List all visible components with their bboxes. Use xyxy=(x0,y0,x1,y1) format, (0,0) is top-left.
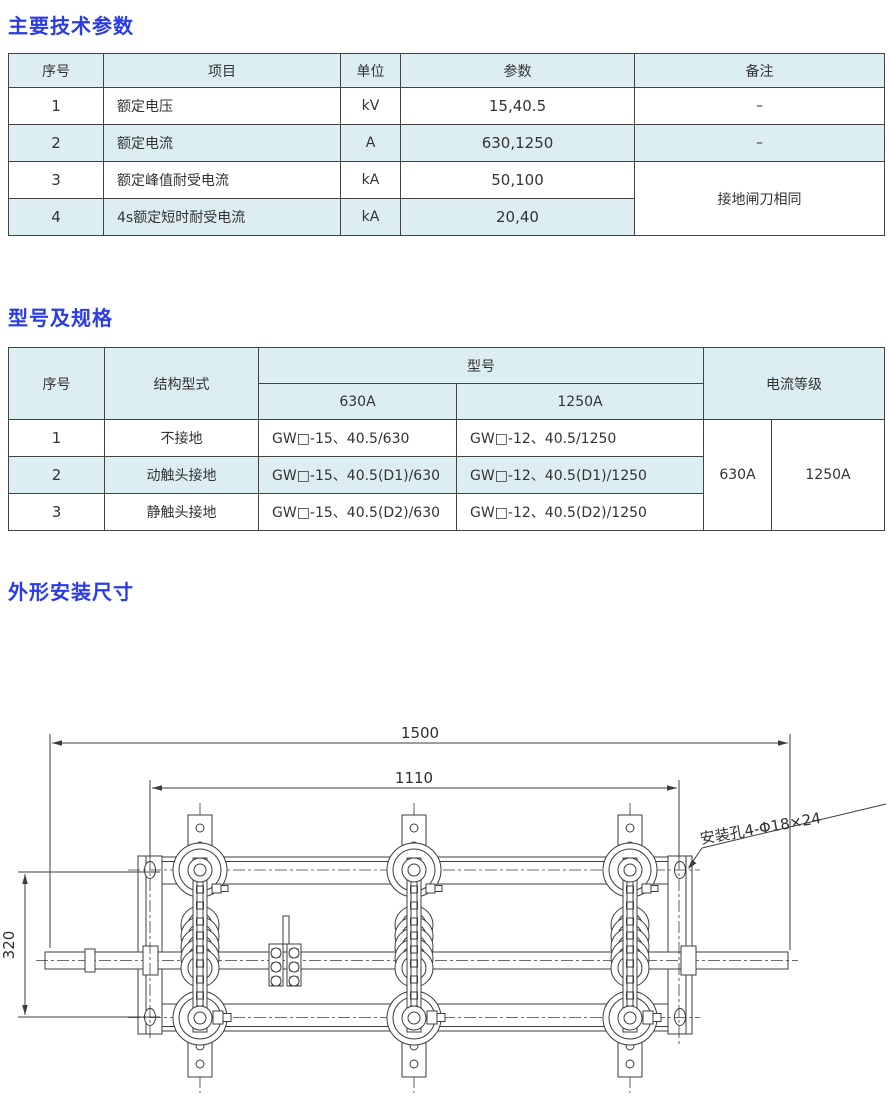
cell-item: 额定电压 xyxy=(103,87,341,125)
cell-no: 3 xyxy=(8,493,105,531)
dim-label-1110: 1110 xyxy=(395,769,433,787)
cell-structure: 动触头接地 xyxy=(104,456,259,494)
col-header-unit: 单位 xyxy=(340,53,401,88)
cell-remark: – xyxy=(634,124,885,162)
col-header-item: 项目 xyxy=(103,53,341,88)
table-row: 3 额定峰值耐受电流 kA 50,100 接地闸刀相同 xyxy=(8,161,885,236)
table-row: 3 静触头接地 GW□-15、40.5(D2)/630 GW□-12、40.5(… xyxy=(8,493,885,531)
cell-model-1250: GW□-12、40.5/1250 xyxy=(456,419,704,457)
mounting-hole xyxy=(674,1008,686,1026)
cell-remark: – xyxy=(634,87,885,125)
models-table: 序号 结构型式 型号 电流等级 630A 1250A 1 不接地 GW□-15、… xyxy=(8,347,885,531)
dim-label-1500: 1500 xyxy=(401,724,439,742)
cell-no: 1 xyxy=(8,87,104,125)
pole-assembly-left xyxy=(172,802,232,1094)
dimension-1500: 1500 xyxy=(49,724,791,950)
dimension-320: 320 xyxy=(0,871,160,1018)
cell-item: 额定峰值耐受电流 xyxy=(103,161,341,199)
cell-structure: 不接地 xyxy=(104,419,259,457)
cell-unit: kA xyxy=(340,198,401,236)
right-end-plate xyxy=(667,855,693,1035)
col-header-no: 序号 xyxy=(8,53,104,88)
cell-unit: A xyxy=(340,124,401,162)
models-header-row-1: 序号 结构型式 型号 电流等级 xyxy=(8,347,885,420)
pole-assembly-right xyxy=(602,802,662,1094)
col-header-structure: 结构型式 xyxy=(104,347,259,420)
col-header-remark: 备注 xyxy=(634,53,885,88)
dimension-1110: 1110 xyxy=(149,769,680,1045)
pole-assembly-center xyxy=(386,802,446,1094)
col-header-current: 电流等级 xyxy=(703,347,885,420)
cell-structure: 静触头接地 xyxy=(104,493,259,531)
cell-value: 15,40.5 xyxy=(400,87,635,125)
cell-item: 4s额定短时耐受电流 xyxy=(103,198,341,236)
section-title-main-params: 主要技术参数 xyxy=(8,14,134,38)
col-header-no: 序号 xyxy=(8,347,105,420)
cell-value: 630,1250 xyxy=(400,124,635,162)
cell-model-630: GW□-15、40.5(D1)/630 xyxy=(258,456,457,494)
operating-crank xyxy=(268,915,302,987)
cell-model-630: GW□-15、40.5(D2)/630 xyxy=(258,493,457,531)
table-row: 4 4s额定短时耐受电流 kA 20,40 xyxy=(8,198,885,236)
params-table: 序号 项目 单位 参数 备注 1 额定电压 kV 15,40.5 – 2 额定电… xyxy=(8,53,885,236)
cell-remark-merged: 接地闸刀相同 xyxy=(634,161,885,236)
cell-no: 4 xyxy=(8,198,104,236)
cell-current-1250: 1250A xyxy=(771,419,885,531)
dim-label-320: 320 xyxy=(0,931,18,960)
cell-current-630: 630A xyxy=(703,419,772,531)
table-row: 1 不接地 GW□-15、40.5/630 GW□-12、40.5/1250 6… xyxy=(8,419,885,531)
section-title-dimensions: 外形安装尺寸 xyxy=(8,580,134,604)
cell-model-1250: GW□-12、40.5(D2)/1250 xyxy=(456,493,704,531)
cell-no: 1 xyxy=(8,419,105,457)
table-row: 2 额定电流 A 630,1250 – xyxy=(8,124,885,162)
col-header-630: 630A xyxy=(258,383,457,420)
cell-model-630: GW□-15、40.5/630 xyxy=(258,419,457,457)
left-end-plate xyxy=(137,855,163,1035)
models-header-row-2: 630A 1250A xyxy=(9,383,885,420)
cell-no: 3 xyxy=(8,161,104,199)
col-header-1250: 1250A xyxy=(456,383,704,420)
col-header-value: 参数 xyxy=(400,53,635,88)
outline-drawing: 1500 1110 320 xyxy=(0,724,887,1094)
cell-value: 20,40 xyxy=(400,198,635,236)
cell-value: 50,100 xyxy=(400,161,635,199)
mounting-hole-annotation: 安装孔4-Φ18×24 xyxy=(688,803,887,869)
annotation-label: 安装孔4-Φ18×24 xyxy=(699,809,823,848)
cell-no: 2 xyxy=(8,124,104,162)
cell-unit: kV xyxy=(340,87,401,125)
cell-model-1250: GW□-12、40.5(D1)/1250 xyxy=(456,456,704,494)
params-header-row: 序号 项目 单位 参数 备注 xyxy=(8,53,885,88)
table-row: 2 动触头接地 GW□-15、40.5(D1)/630 GW□-12、40.5(… xyxy=(8,456,885,494)
col-header-model: 型号 xyxy=(258,347,704,384)
section-title-models: 型号及规格 xyxy=(8,306,113,330)
cell-unit: kA xyxy=(340,161,401,199)
table-row: 1 额定电压 kV 15,40.5 – xyxy=(8,87,885,125)
cell-item: 额定电流 xyxy=(103,124,341,162)
cell-no: 2 xyxy=(8,456,105,494)
